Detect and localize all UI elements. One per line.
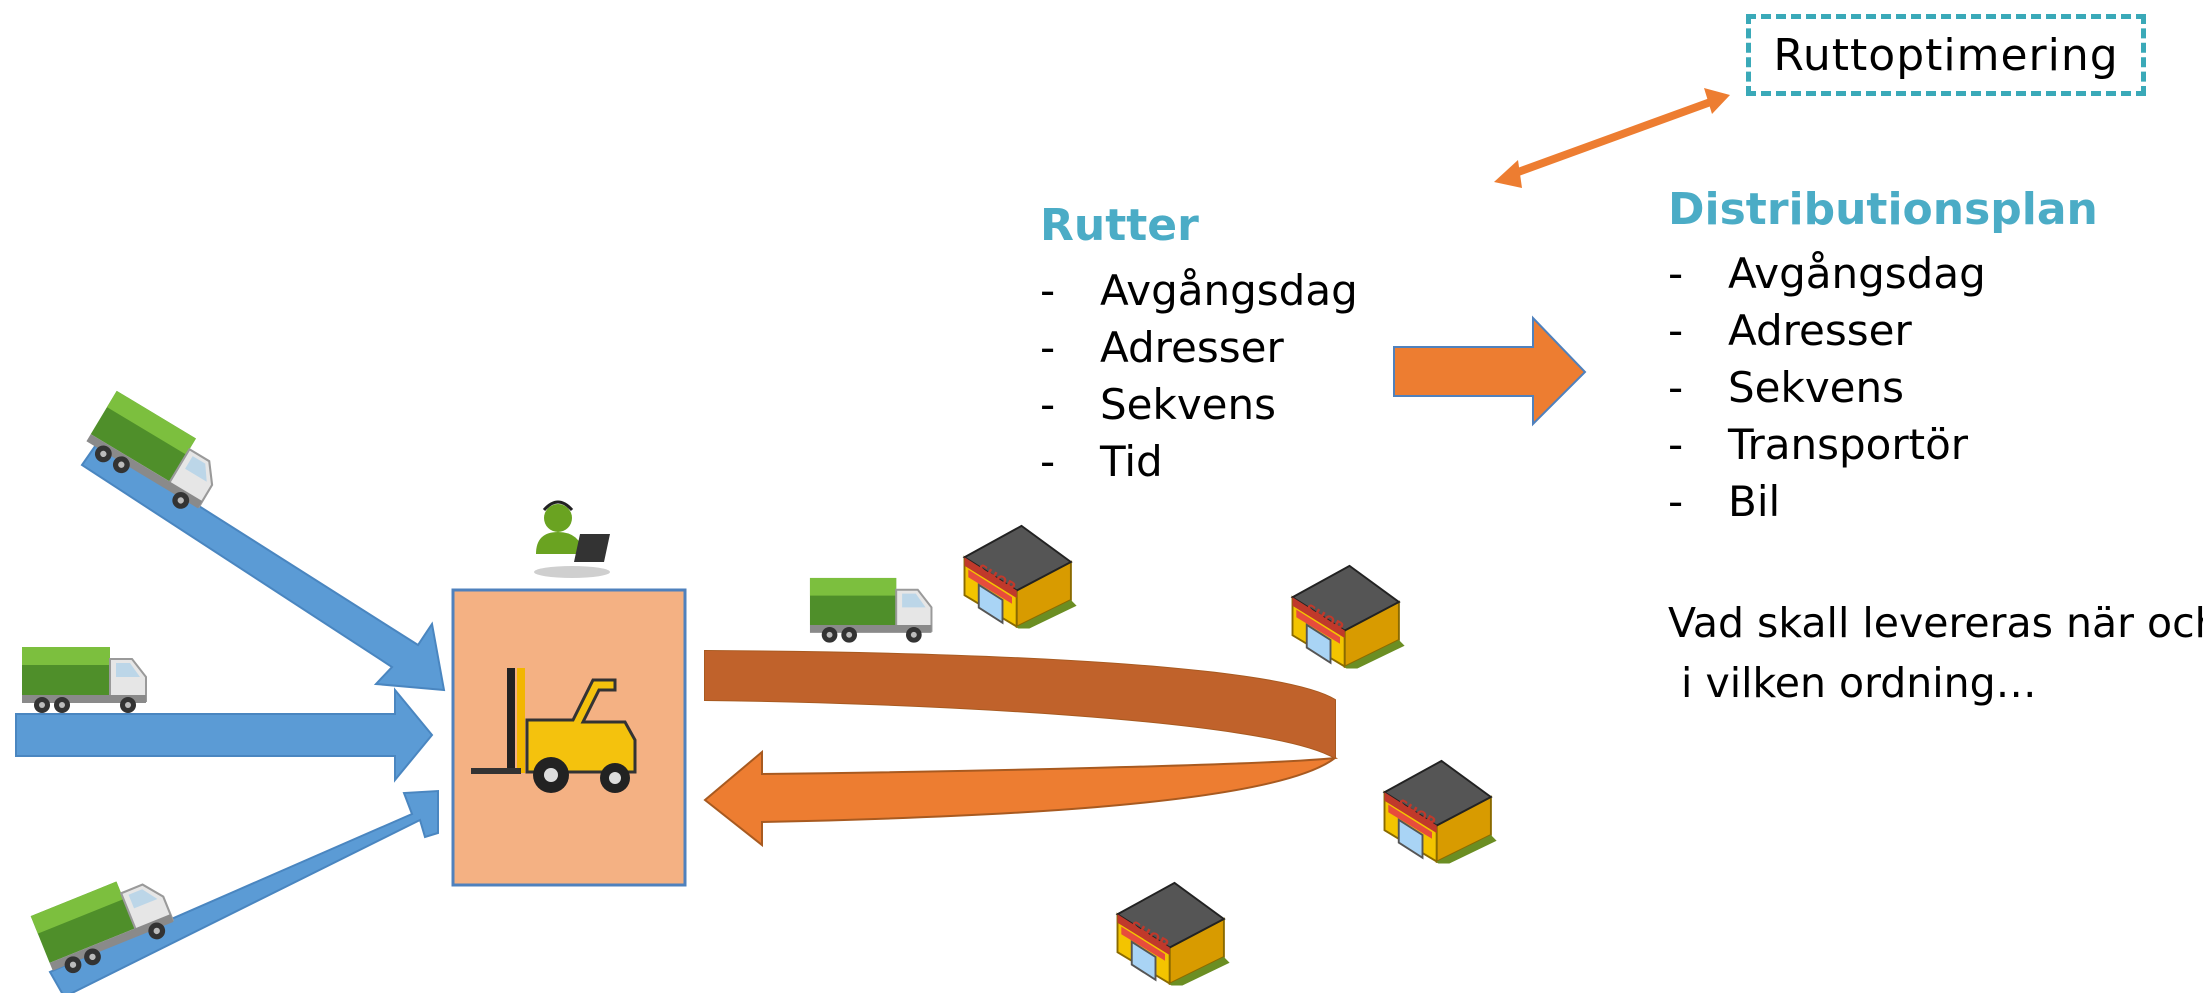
list-item: -Avgångsdag <box>1668 249 1986 298</box>
inbound-arrow-top <box>80 440 446 692</box>
truck-icon <box>21 646 147 714</box>
list-item: -Sekvens <box>1668 363 1905 412</box>
list-item: -Sekvens <box>1040 380 1277 429</box>
shop-icon: SHOP <box>963 524 1078 629</box>
list-item: -Adresser <box>1668 306 1912 355</box>
list-item: -Bil <box>1668 477 1781 526</box>
distribution-plan-list: -Avgångsdag -Adresser -Sekvens -Transpor… <box>1668 245 1986 530</box>
distribution-plan-title: Distributionsplan <box>1668 184 2098 235</box>
inbound-arrow-middle <box>15 687 434 783</box>
route-optimization-box: Ruttoptimering <box>1746 14 2146 96</box>
shop-icon: SHOP <box>1291 564 1406 669</box>
operator-with-laptop-icon <box>534 500 610 578</box>
right-arrow <box>1393 315 1587 427</box>
shop-icon: SHOP <box>1383 759 1498 864</box>
routes-list: -Avgångsdag -Adresser -Sekvens -Tid <box>1040 262 1358 490</box>
forklift-icon <box>471 668 637 793</box>
list-item: -Tid <box>1040 437 1163 486</box>
inbound-arrow-bottom <box>48 789 439 993</box>
shop-icon: SHOP <box>1116 881 1231 986</box>
delivery-question-note: Vad skall levereras när och i vilken ord… <box>1668 599 2203 707</box>
list-item: -Adresser <box>1040 323 1284 372</box>
route-optimization-label: Ruttoptimering <box>1773 29 2119 81</box>
routes-title: Rutter <box>1040 200 1199 251</box>
truck-icon <box>808 576 933 644</box>
list-item: -Transportör <box>1668 420 1969 469</box>
double-headed-arrow <box>1494 88 1730 188</box>
list-item: -Avgångsdag <box>1040 266 1358 315</box>
